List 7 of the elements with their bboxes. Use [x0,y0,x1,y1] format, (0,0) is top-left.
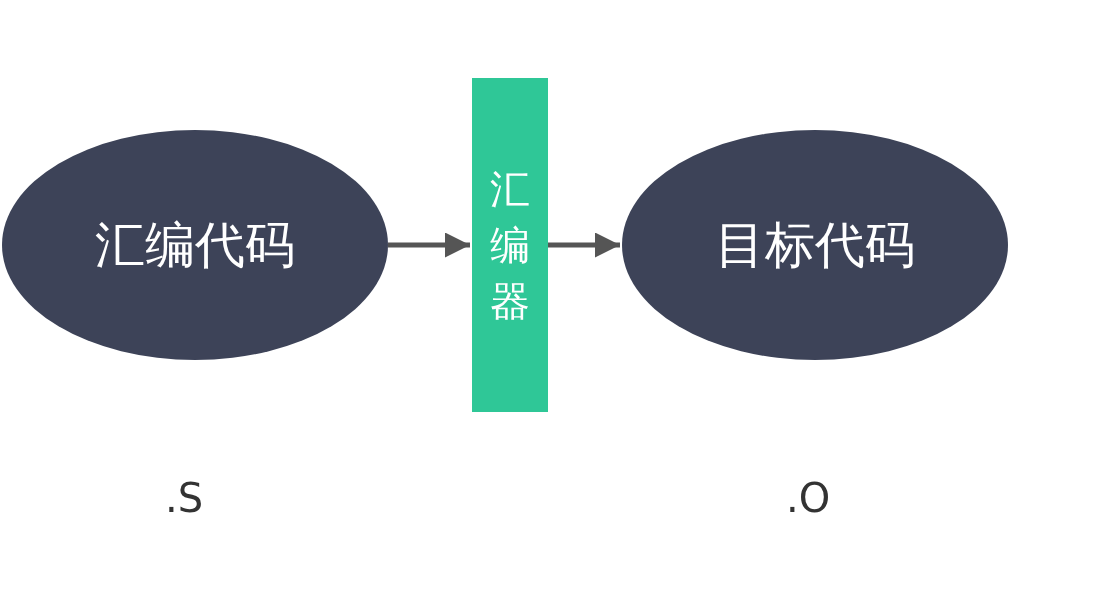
file-extension-label: .S [165,478,204,518]
node-label: 汇编代码 [95,214,295,276]
file-extension-label: .O [786,478,831,518]
arrow [548,232,620,258]
node-label: 目标代码 [715,214,915,276]
arrow [388,232,470,258]
node-label: 汇编器 [490,165,530,326]
